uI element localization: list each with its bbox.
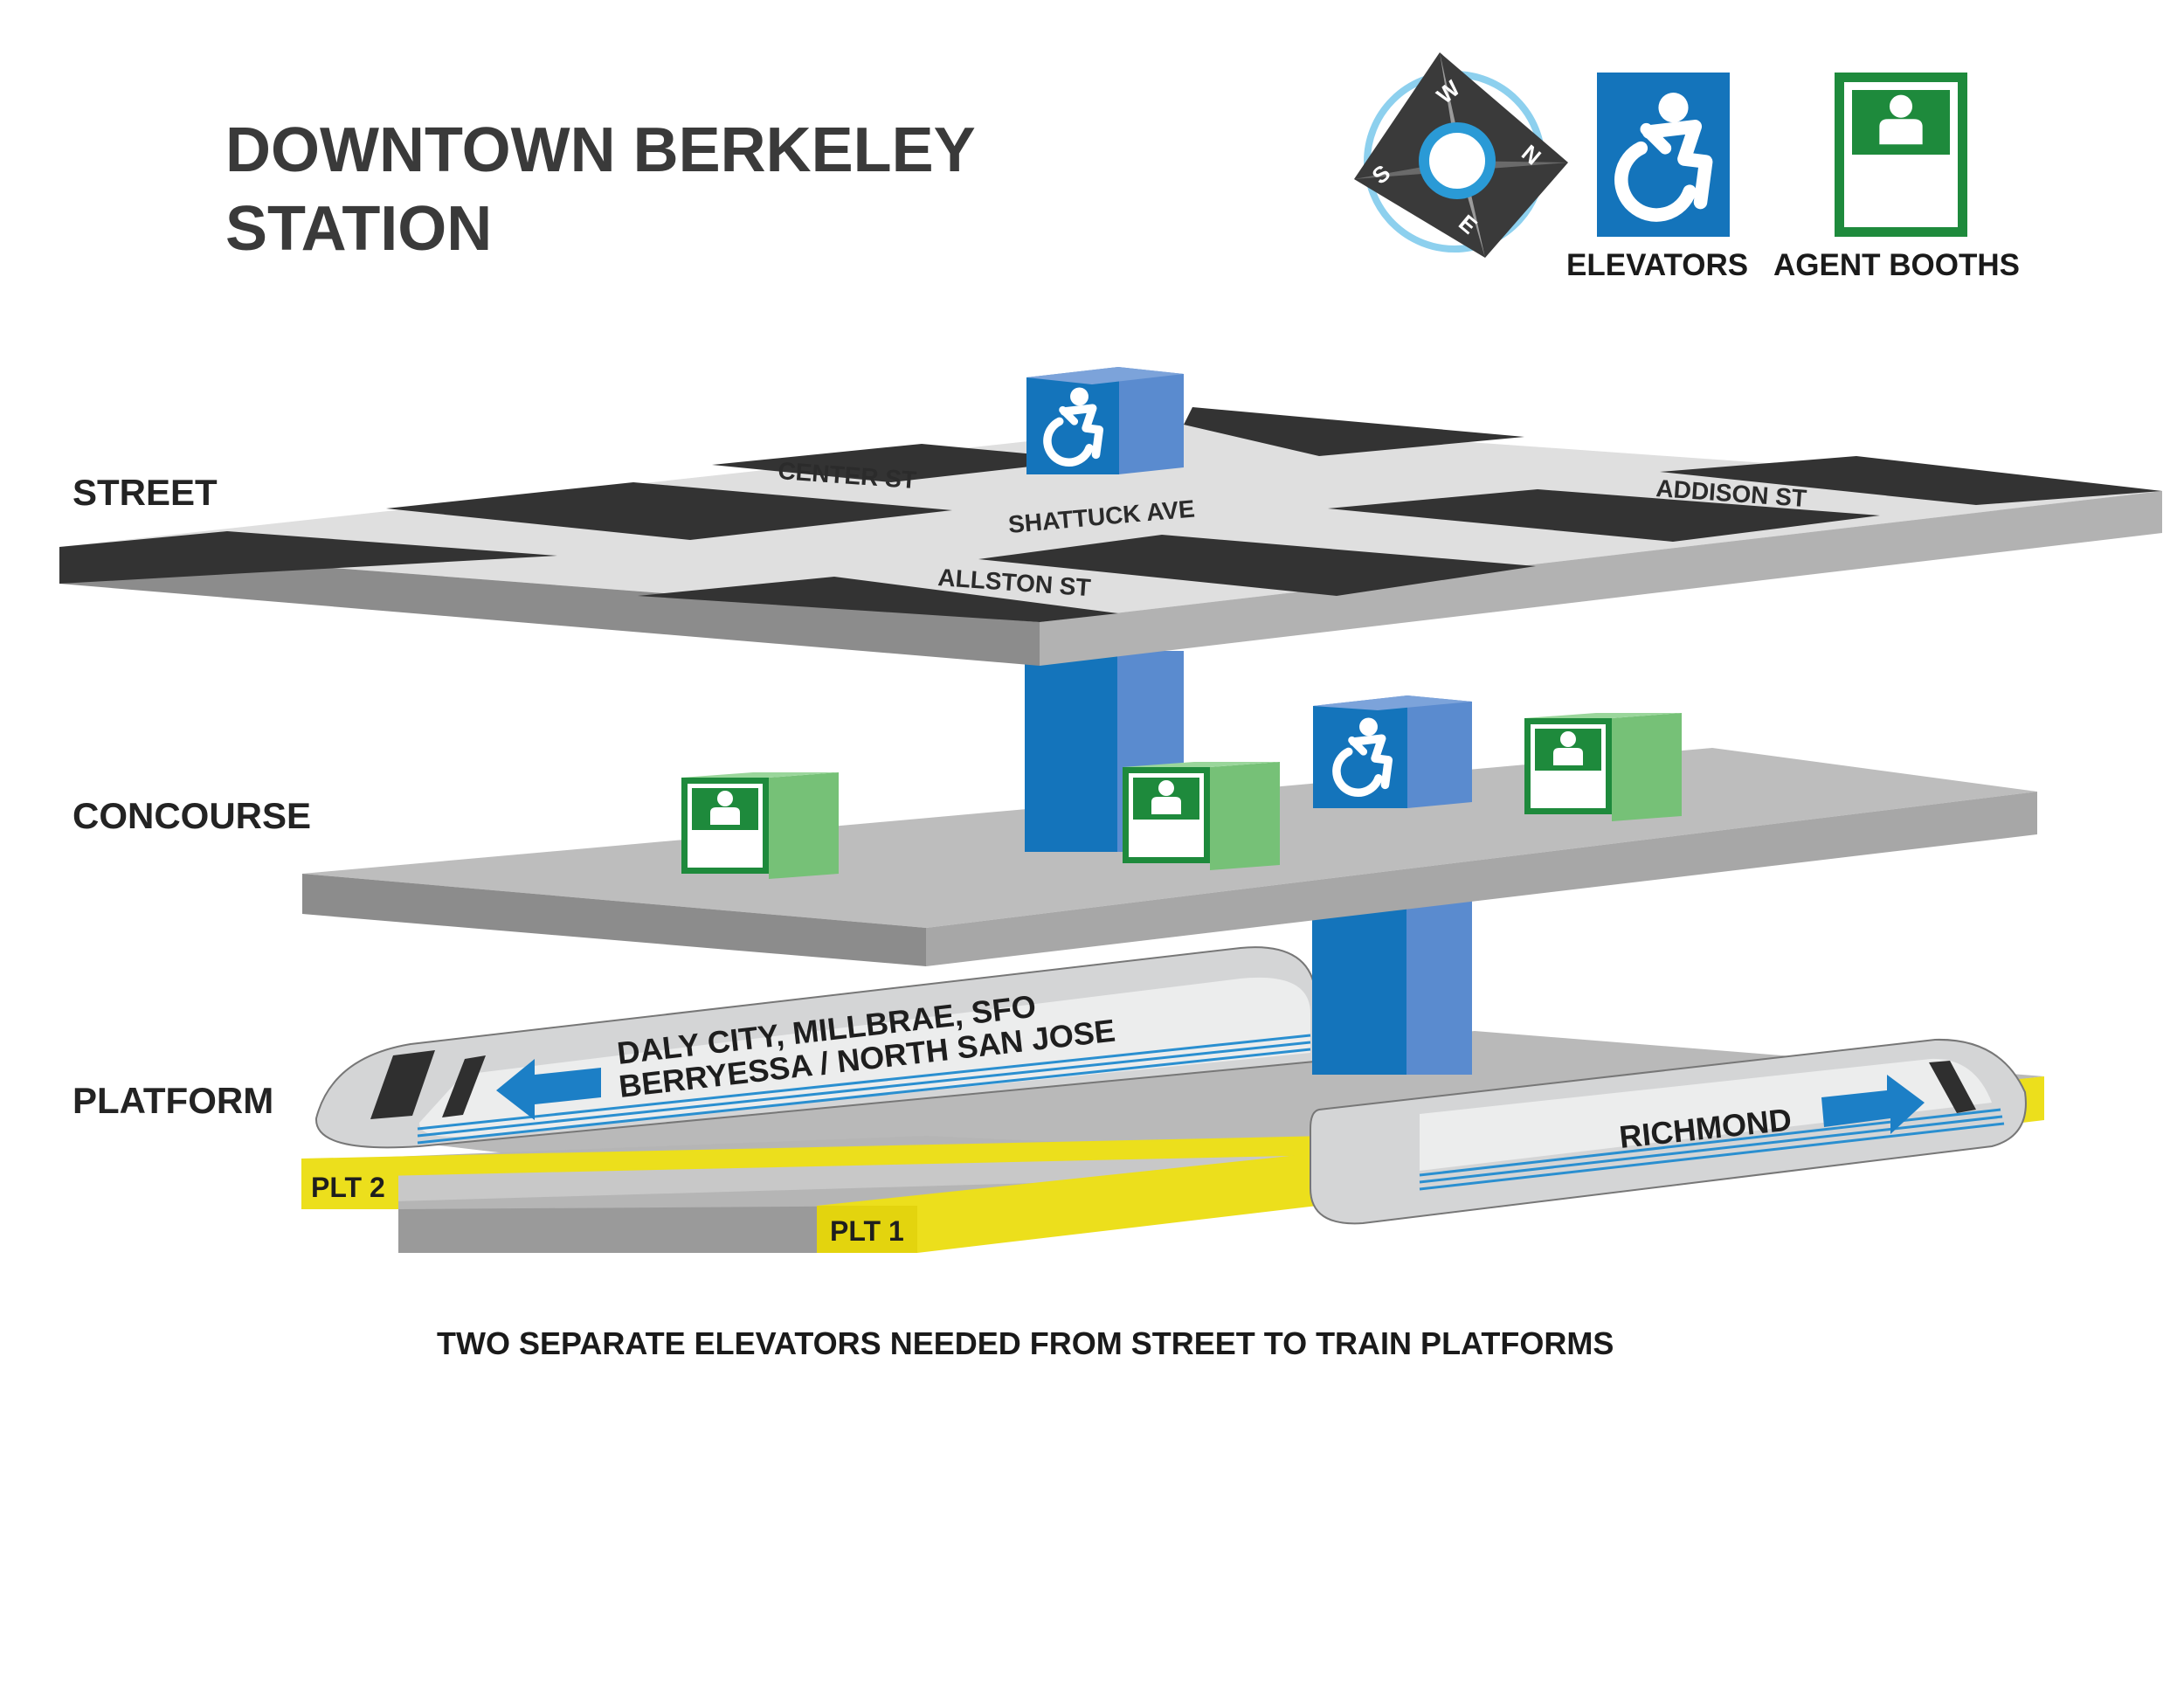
level-label-concourse: CONCOURSE xyxy=(73,795,311,836)
street-block xyxy=(1184,407,1524,456)
street-block xyxy=(978,535,1536,596)
legend-agent-booth-icon xyxy=(1835,73,1967,237)
compass-rose: W N S E xyxy=(1354,52,1568,258)
agent-booth-2 xyxy=(1123,762,1280,870)
train-window xyxy=(442,1055,486,1117)
station-title-line1: DOWNTOWN BERKELEY xyxy=(225,115,976,185)
legend-agent-booths-label: AGENT BOOTHS xyxy=(1773,248,2020,282)
street-block xyxy=(1328,489,1880,542)
plt1-tag xyxy=(817,1206,917,1253)
agent-booth-1 xyxy=(681,772,839,879)
legend-elevators-label: ELEVATORS xyxy=(1566,248,1748,282)
street-block xyxy=(712,444,1092,482)
street-elevator xyxy=(1026,367,1184,474)
plt2-tag xyxy=(301,1159,398,1209)
street-block xyxy=(638,577,1118,622)
street-block xyxy=(1660,456,2162,505)
train-northbound: RICHMOND xyxy=(1310,1038,2027,1225)
footnote: TWO SEPARATE ELEVATORS NEEDED FROM STREE… xyxy=(437,1325,1614,1361)
train-southbound: DALY CITY, MILLBRAE, SFO BERRYESSA / NOR… xyxy=(314,946,1316,1149)
train-window xyxy=(1929,1061,1976,1113)
level-label-street: STREET xyxy=(73,472,218,513)
street-block xyxy=(386,482,952,540)
street-level: CENTER ST SHATTUCK AVE ADDISON ST ALLSTO… xyxy=(59,407,2162,666)
elevator-shaft-lower xyxy=(1312,900,1472,1075)
arrow-right-icon xyxy=(1821,1075,1925,1134)
plt1-label: PLT 1 xyxy=(830,1215,904,1247)
station-title-line2: STATION xyxy=(225,194,492,264)
agent-booth-3 xyxy=(1524,713,1682,821)
level-label-platform: PLATFORM xyxy=(73,1080,273,1121)
arrow-left-icon xyxy=(496,1059,601,1120)
concourse-elevator xyxy=(1313,695,1472,808)
legend-elevator-icon xyxy=(1597,73,1730,237)
plt2-label: PLT 2 xyxy=(311,1172,385,1203)
street-block xyxy=(59,531,557,584)
train-window xyxy=(370,1050,435,1119)
